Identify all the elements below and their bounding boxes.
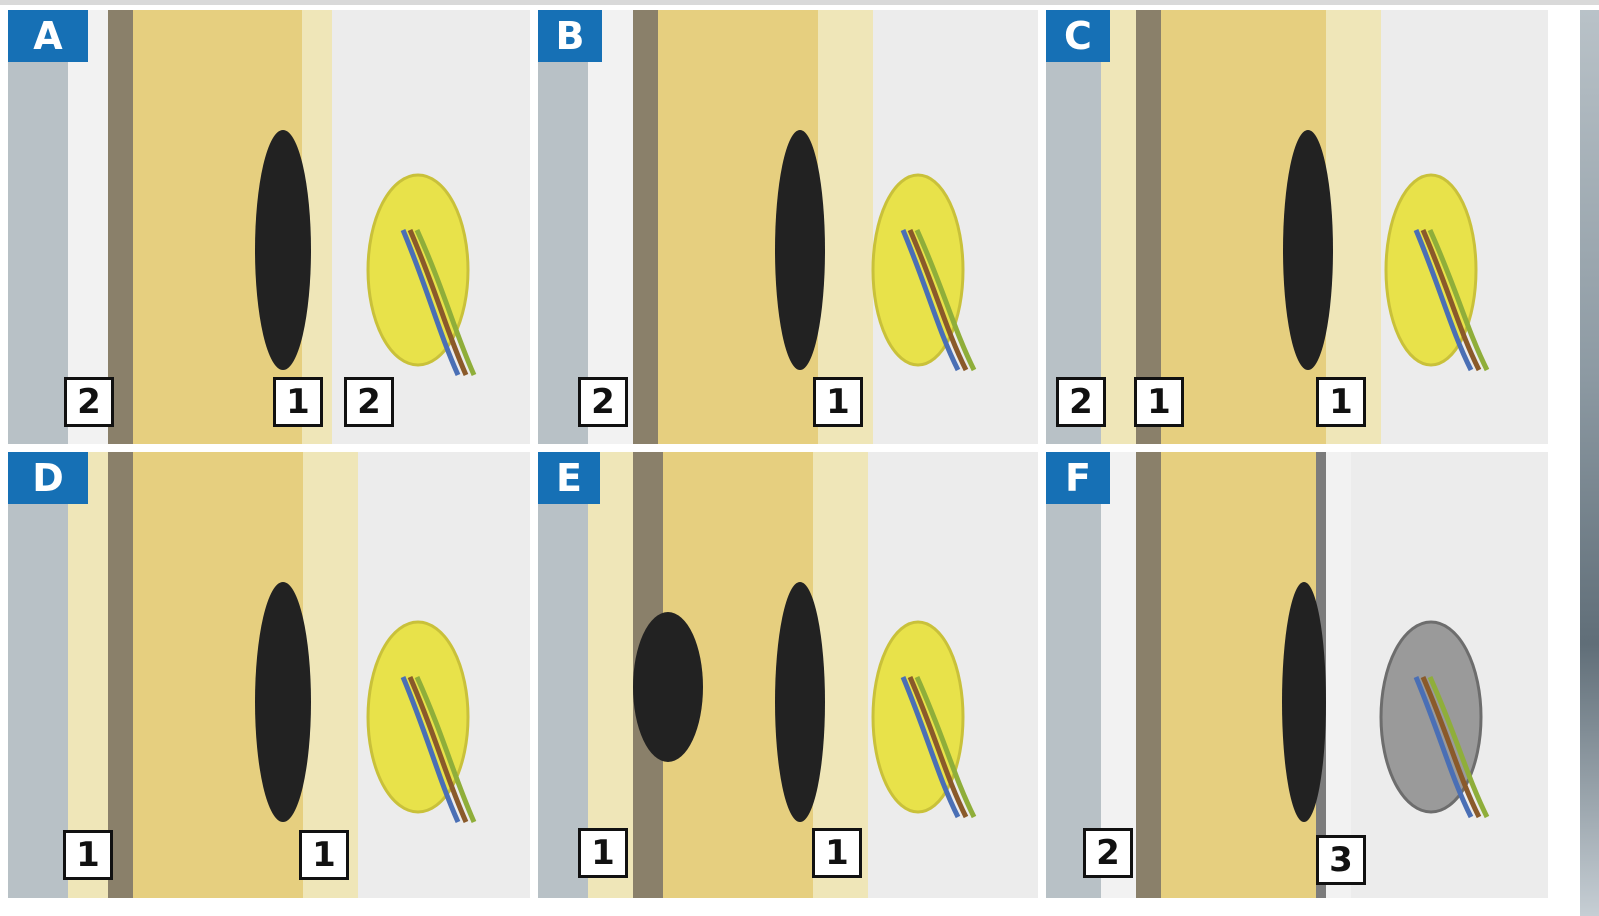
number-badge: 3	[1316, 835, 1366, 885]
panel-b: B 2 1	[538, 10, 1038, 444]
panel-a: A 2 1 2	[8, 10, 530, 444]
panel-label: B	[538, 10, 602, 62]
panel-label: A	[8, 10, 88, 62]
number-badge: 1	[1316, 377, 1366, 427]
panel-label: C	[1046, 10, 1110, 62]
number-badge: 1	[63, 830, 113, 880]
number-badge: 1	[273, 377, 323, 427]
number-badge: 1	[1134, 377, 1184, 427]
panel-label: E	[538, 452, 600, 504]
wall-illustration-c	[1046, 10, 1548, 444]
number-badge: 1	[578, 828, 628, 878]
panel-label: D	[8, 452, 88, 504]
number-badge: 2	[1083, 828, 1133, 878]
number-badge: 1	[813, 377, 863, 427]
number-badge: 1	[812, 828, 862, 878]
panel-f: F 2 3	[1046, 452, 1548, 898]
adjacent-image-edge	[1580, 10, 1599, 916]
number-badge: 2	[344, 377, 394, 427]
panel-label: F	[1046, 452, 1110, 504]
number-badge: 2	[578, 377, 628, 427]
panel-c: C 2 1 1	[1046, 10, 1548, 444]
number-badge: 2	[1056, 377, 1106, 427]
panel-d: D 1 1	[8, 452, 530, 898]
panel-e: E 1 1	[538, 452, 1038, 898]
number-badge: 2	[64, 377, 114, 427]
number-badge: 1	[299, 830, 349, 880]
top-rule	[0, 0, 1599, 5]
